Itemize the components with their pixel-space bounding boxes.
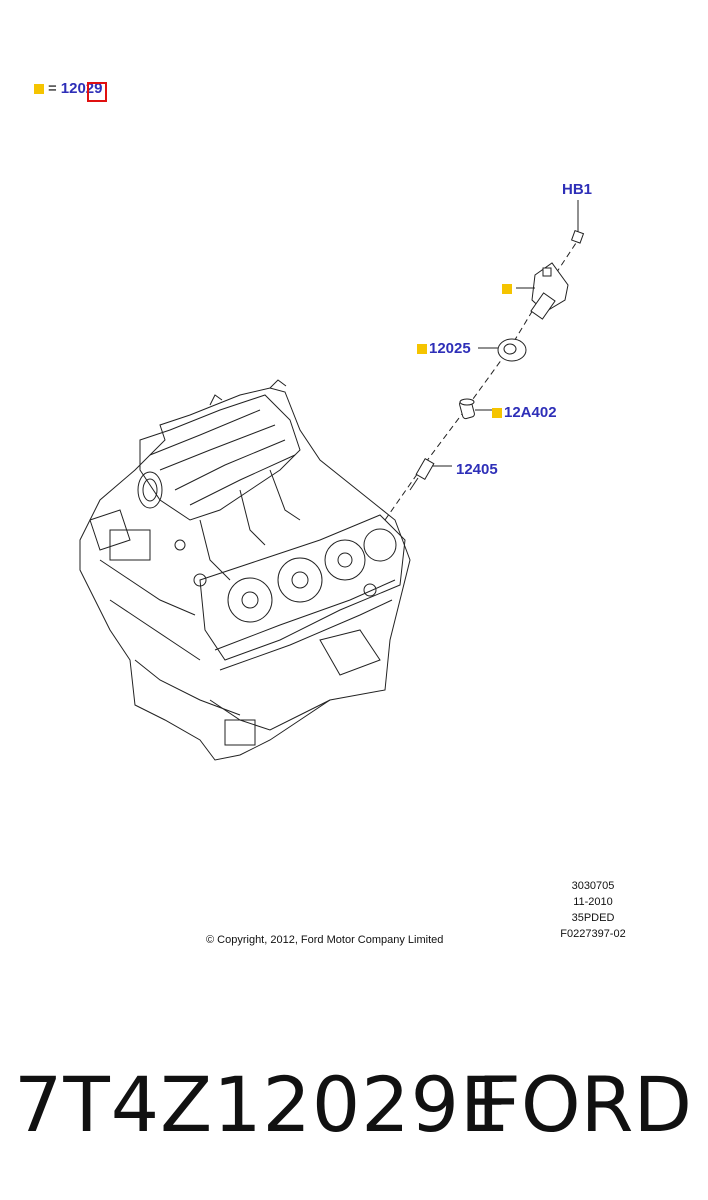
part-number-title: 7T4Z12029E [14, 1060, 509, 1149]
marker-square-icon [417, 344, 427, 354]
callout-12025-label: 12025 [429, 340, 471, 357]
parts-diagram: =12029 HB1 12025 12A402 12405 © Copyrigh… [34, 80, 638, 946]
legend-part-number[interactable]: 12029 [60, 80, 103, 97]
copyright-text: © Copyright, 2012, Ford Motor Company Li… [206, 934, 444, 946]
callout-12a402-label: 12A402 [504, 404, 557, 421]
brand-name: FORD [477, 1060, 692, 1149]
engine-illustration [79, 200, 585, 761]
legend-marker-icon [34, 84, 44, 94]
callout-12025[interactable]: 12025 [417, 340, 471, 358]
meta-line: 3030705 [571, 880, 615, 892]
marker-square-icon [502, 284, 512, 294]
callout-hb1[interactable]: HB1 [562, 181, 593, 198]
legend-equals: = [48, 80, 57, 97]
highlight-box [87, 82, 107, 102]
marker-square-icon [492, 408, 502, 418]
meta-line: F0227397-02 [560, 928, 626, 940]
diagram-metadata: 3030705 11-2010 35PDED F0227397-02 [548, 878, 638, 942]
footer-banner: 7T4Z12029E FORD [0, 1060, 708, 1150]
callout-12405[interactable]: 12405 [456, 461, 498, 478]
meta-line: 11-2010 [573, 896, 613, 908]
callout-12a402[interactable]: 12A402 [492, 404, 557, 422]
meta-line: 35PDED [571, 912, 615, 924]
callout-coil[interactable] [502, 280, 514, 298]
legend: =12029 [34, 80, 102, 98]
